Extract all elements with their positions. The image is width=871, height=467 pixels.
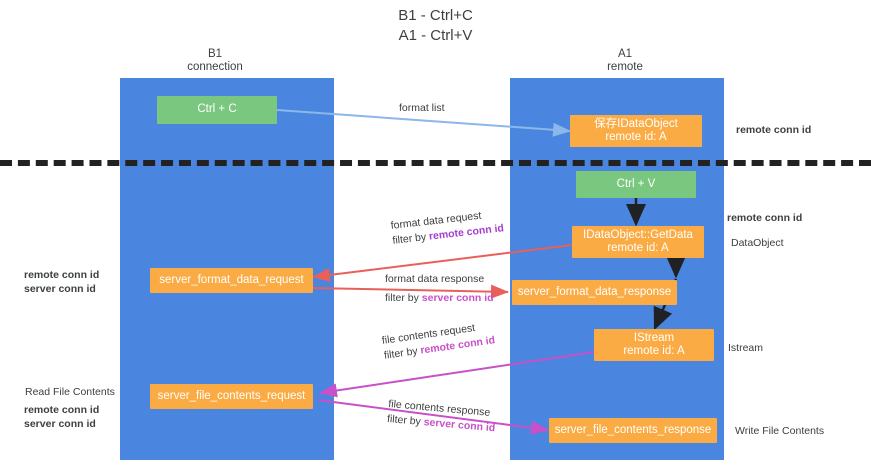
node-ctrl-v-label: Ctrl + V <box>616 177 656 190</box>
node-istream-label: IStream <box>633 331 675 344</box>
node-save-idataobject-sub: remote id: A <box>605 131 667 143</box>
edge-label-format-list-text: format list <box>399 102 445 114</box>
node-server-file-contents-response[interactable]: server_file_contents_response <box>549 418 717 443</box>
lane-b1-title: B1 <box>207 48 223 60</box>
lane-a1-subtitle: remote <box>607 61 643 73</box>
edge-format-data-request <box>312 244 573 282</box>
node-istream[interactable]: IStream remote id: A <box>594 329 714 361</box>
node-save-idataobject[interactable]: 保存IDataObject remote id: A <box>570 115 702 147</box>
node-getdata-label: IDataObject::GetData <box>583 228 693 241</box>
node-getdata-sub: remote id: A <box>607 242 669 254</box>
section-divider <box>0 160 871 166</box>
edge-label-format-list: format list <box>399 101 445 116</box>
lane-header-b1: B1 connection <box>155 48 275 74</box>
lane-a1-title: A1 <box>617 48 633 60</box>
edge-label-format-data-response: format data response filter by server co… <box>385 272 494 306</box>
filter-key-server-conn-id: server conn id <box>421 292 494 304</box>
node-istream-sub: remote id: A <box>623 345 685 357</box>
annotation-right-remote-conn-id-1: remote conn id <box>736 124 812 136</box>
annotation-left-server-conn-id-1: server conn id <box>24 283 96 295</box>
annotation-left-remote-conn-id-1: remote conn id <box>24 269 100 281</box>
node-save-idataobject-label: 保存IDataObject <box>594 117 678 130</box>
node-server-file-contents-request-label: server_file_contents_request <box>157 389 306 402</box>
title-line-2: A1 - Ctrl+V <box>398 27 473 44</box>
lane-header-a1: A1 remote <box>565 48 685 74</box>
annotation-right-dataobject: DataObject <box>731 237 784 249</box>
node-ctrl-c-label: Ctrl + C <box>197 103 237 116</box>
node-server-format-data-request[interactable]: server_format_data_request <box>150 268 313 293</box>
edge-file-contents-response <box>317 399 549 435</box>
page-title: B1 - Ctrl+C A1 - Ctrl+V <box>0 6 871 46</box>
title-line-1: B1 - Ctrl+C <box>398 7 473 24</box>
edge-format-data-response <box>311 284 509 299</box>
filter-prefix: filter by <box>383 344 422 362</box>
filter-prefix: filter by <box>391 230 430 247</box>
edge-label-format-data-response-plain: format data response <box>385 273 485 285</box>
filter-prefix: filter by <box>386 412 425 429</box>
node-ctrl-c[interactable]: Ctrl + C <box>157 96 277 124</box>
annotation-left-read-file-contents: Read File Contents <box>25 386 115 398</box>
node-server-format-data-response-label: server_format_data_response <box>517 285 672 298</box>
edge-file-contents-request <box>319 351 595 398</box>
annotation-right-istream: Istream <box>728 342 764 354</box>
node-getdata[interactable]: IDataObject::GetData remote id: A <box>572 226 704 258</box>
lane-b1-subtitle: connection <box>187 61 243 73</box>
annotation-left-server-conn-id-2: server conn id <box>24 418 96 430</box>
annotation-right-remote-conn-id-2: remote conn id <box>727 212 803 224</box>
annotation-right-write-file-contents: Write File Contents <box>735 425 825 437</box>
node-server-file-contents-request[interactable]: server_file_contents_request <box>150 384 313 409</box>
node-server-file-contents-response-label: server_file_contents_response <box>554 423 712 436</box>
node-ctrl-v[interactable]: Ctrl + V <box>576 171 696 198</box>
node-server-format-data-request-label: server_format_data_request <box>159 273 304 286</box>
node-server-format-data-response[interactable]: server_format_data_response <box>512 280 677 305</box>
annotation-left-remote-conn-id-2: remote conn id <box>24 404 100 416</box>
filter-prefix: filter by <box>385 292 422 304</box>
edge-format-list <box>276 109 571 137</box>
edge-label-format-data-response-filter: filter by server conn id <box>385 291 494 306</box>
